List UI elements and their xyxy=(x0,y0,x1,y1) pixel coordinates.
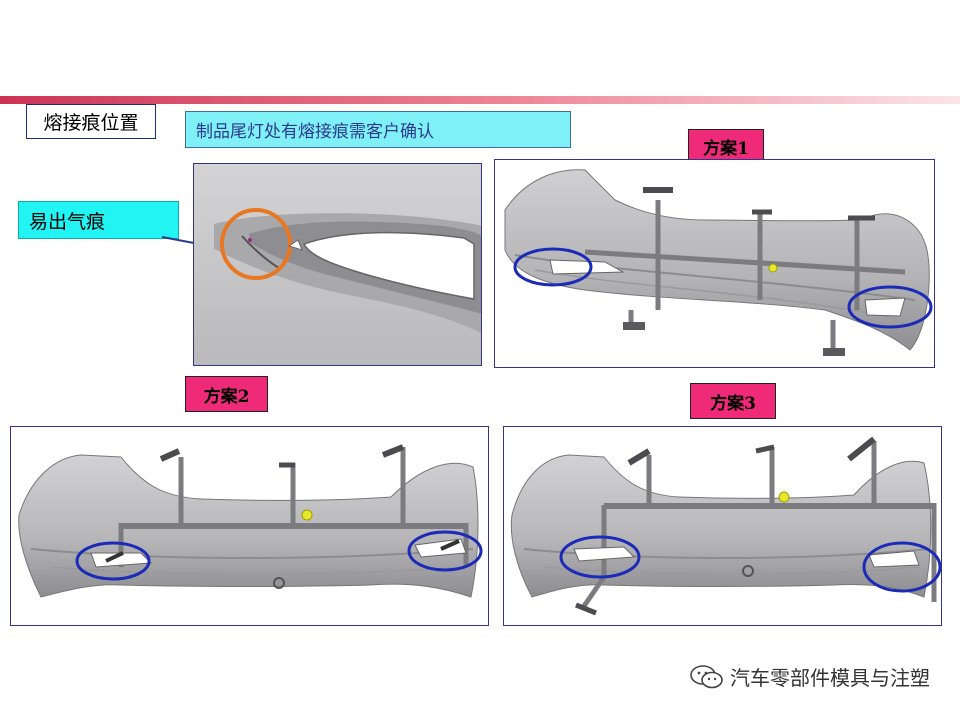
scheme-1-image xyxy=(494,159,935,368)
weld-zone-left xyxy=(513,247,593,287)
page-title: 熔接痕位置 xyxy=(26,104,156,139)
scheme-1-label: 方案1 xyxy=(688,129,764,163)
weld-zone-left xyxy=(559,535,641,579)
weld-zone-left xyxy=(75,541,151,581)
scheme-1-text: 方案1 xyxy=(703,138,749,159)
scheme-3-label: 方案3 xyxy=(690,383,776,419)
header-accent-bar xyxy=(0,96,960,104)
scheme-2-image xyxy=(10,426,489,626)
scheme-3-image xyxy=(503,426,942,626)
note-box: 制品尾灯处有熔接痕需客户确认 xyxy=(185,111,571,148)
scheme-2-label: 方案2 xyxy=(185,376,268,412)
closeup-image xyxy=(193,163,482,366)
scheme-2-text: 方案2 xyxy=(203,386,250,407)
scheme-3-text: 方案3 xyxy=(710,393,756,414)
callout-text: 易出气痕 xyxy=(29,210,106,233)
weld-mark-circle xyxy=(220,208,292,280)
weld-zone-right xyxy=(847,285,933,329)
weld-zone-right xyxy=(862,541,941,593)
wechat-icon xyxy=(690,664,723,688)
callout-label: 易出气痕 xyxy=(18,201,179,239)
weld-zone-right xyxy=(407,530,483,572)
note-text: 制品尾灯处有熔接痕需客户确认 xyxy=(196,122,434,142)
footer-text: 汽车零部件模具与注塑 xyxy=(730,666,930,690)
footer-watermark: 汽车零部件模具与注塑 xyxy=(690,662,930,691)
